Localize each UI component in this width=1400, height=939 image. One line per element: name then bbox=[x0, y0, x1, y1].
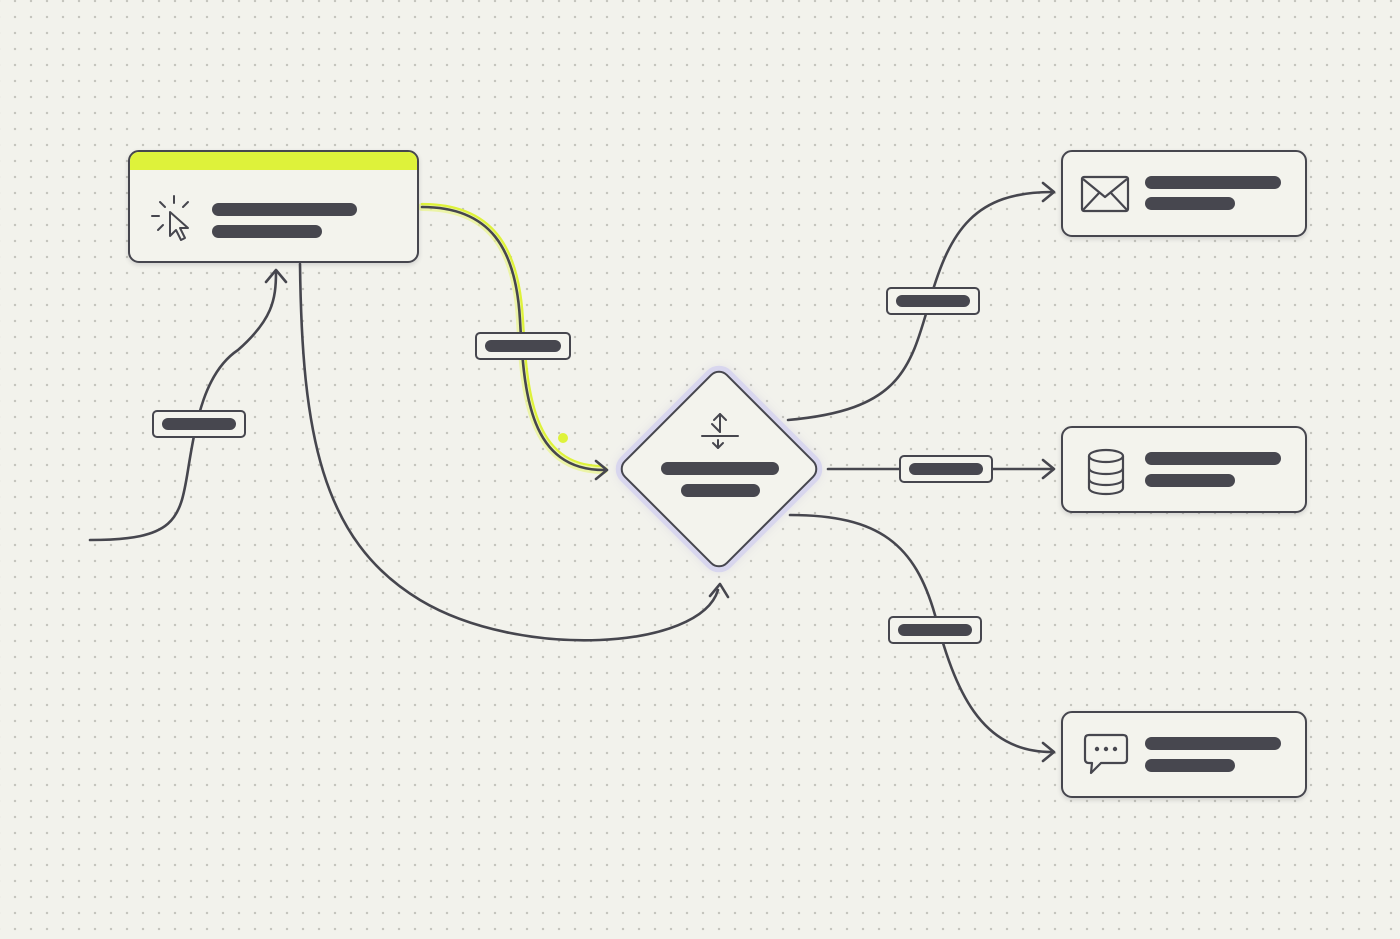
edge-label-placeholder bbox=[898, 624, 972, 636]
split-arrows-icon bbox=[701, 413, 739, 449]
edge-label-placeholder bbox=[162, 418, 236, 430]
edge-label-message[interactable] bbox=[888, 616, 982, 644]
message-subtitle-placeholder bbox=[1145, 759, 1235, 772]
edge-trigger-to-decision-active[interactable] bbox=[420, 205, 606, 472]
email-title-placeholder bbox=[1145, 176, 1281, 189]
decision-subtitle-placeholder bbox=[681, 484, 760, 497]
database-title-placeholder bbox=[1145, 452, 1281, 465]
edge-trigger-to-decision-loop[interactable] bbox=[298, 262, 720, 642]
edge-label-trigger-decision[interactable] bbox=[475, 332, 571, 360]
arrowhead bbox=[1041, 458, 1056, 480]
edge-label-placeholder bbox=[909, 463, 983, 475]
database-icon bbox=[1087, 448, 1125, 496]
arrowhead bbox=[708, 582, 730, 599]
arrowhead bbox=[594, 459, 609, 481]
email-subtitle-placeholder bbox=[1145, 197, 1235, 210]
arrowhead bbox=[1041, 741, 1056, 763]
edge-label-placeholder bbox=[485, 340, 561, 352]
edge-label-email[interactable] bbox=[886, 287, 980, 315]
trigger-subtitle-placeholder bbox=[212, 225, 322, 238]
trigger-title-placeholder bbox=[212, 203, 357, 216]
trigger-node[interactable] bbox=[128, 150, 419, 263]
edge-decision-to-message[interactable] bbox=[788, 513, 1054, 754]
arrowhead bbox=[264, 268, 288, 284]
email-action-node[interactable] bbox=[1061, 150, 1307, 237]
trigger-header-bar bbox=[130, 152, 417, 170]
chat-bubble-icon bbox=[1083, 733, 1129, 775]
message-title-placeholder bbox=[1145, 737, 1281, 750]
edge-label-database[interactable] bbox=[899, 455, 993, 483]
cursor-click-icon bbox=[151, 195, 189, 241]
edge-highlight-stroke bbox=[420, 202, 604, 468]
arrowhead bbox=[1041, 181, 1056, 203]
edge-entry-to-trigger[interactable] bbox=[88, 270, 278, 542]
envelope-icon bbox=[1080, 175, 1130, 213]
database-subtitle-placeholder bbox=[1145, 474, 1235, 487]
message-action-node[interactable] bbox=[1061, 711, 1307, 798]
database-action-node[interactable] bbox=[1061, 426, 1307, 513]
decision-title-placeholder bbox=[661, 462, 779, 475]
edge-label-entry[interactable] bbox=[152, 410, 246, 438]
active-flow-dot bbox=[558, 433, 568, 443]
edge-label-placeholder bbox=[896, 295, 970, 307]
